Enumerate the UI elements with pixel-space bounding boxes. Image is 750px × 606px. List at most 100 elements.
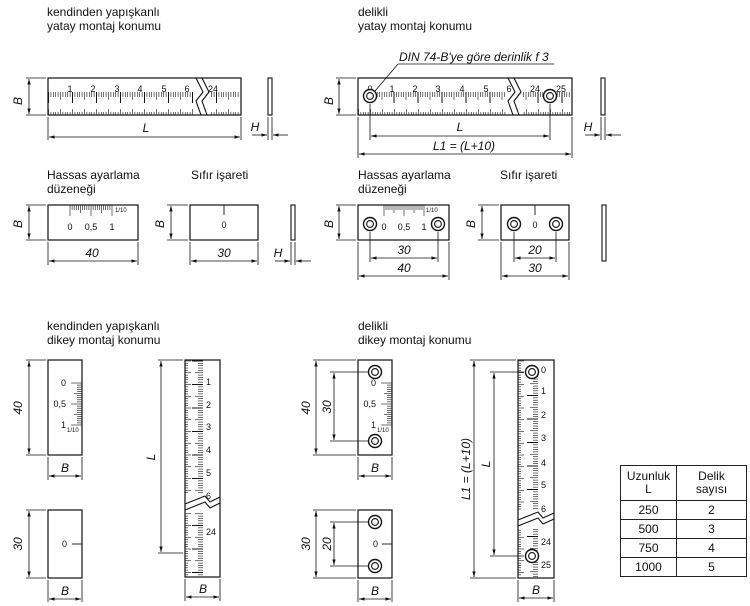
table-row: 500 3 [620,519,747,539]
scale-number: 3 [114,84,119,94]
fine-unit: 1/10 [377,428,389,434]
break-line [195,77,204,116]
dimension-30: 30 [320,371,368,442]
dimension-30: 30 [11,509,46,579]
zero-label: 0 [373,539,378,549]
caption-zero-mark-right: Sıfır işareti [500,168,557,182]
scale-number: 1 [541,386,546,396]
caption-line-2: dikey montaj konumu [47,333,160,347]
dimension-label: L1 = (L+10) [433,139,495,153]
dimension-label: 40 [397,261,411,275]
fine-ticks [69,205,113,216]
dimension-b: B [11,204,46,241]
dimension-b: B [153,204,188,241]
dimension-label: B [322,97,336,105]
mounting-hole [542,88,558,104]
caption-line-2: dikey montaj konumu [358,333,471,347]
caption-line-2: düzeneği [358,182,407,196]
mounting-hole [367,514,383,530]
caption-line-1: Hassas ayarlama [47,168,140,182]
break-line [517,511,555,521]
scale-number: 6 [506,84,511,94]
dimension-label: 40 [85,246,99,260]
mounting-hole [367,364,383,380]
dimension-label: H [274,246,283,260]
fine-ticks [383,205,425,216]
fine-unit: 1/10 [67,428,79,434]
mounting-hole [362,216,378,232]
mounting-hole [430,216,446,232]
scale-ticks [48,92,239,115]
fine-number: 1 [61,420,66,430]
caption-self-adhesive-vertical: kendinden yapışkanlı dikey montaj konumu [47,319,160,347]
fine-number: 1 [421,222,426,232]
dimension-b: B [47,457,83,480]
scale-number: 3 [206,422,211,432]
vertical-zero-mark-block: 0 [47,509,83,579]
mounting-hole [362,88,378,104]
dimension-label: B [153,220,167,228]
scale-number: 1 [389,84,394,94]
dimension-label: B [11,220,25,228]
break-line [184,501,221,511]
caption-line-1: kendinden yapışkanlı [47,5,160,19]
scale-number: 4 [459,84,464,94]
cell-holes: 3 [676,519,747,539]
mounting-hole [506,216,522,232]
scale-number: 24 [208,84,218,94]
dimension-b: B [11,77,46,116]
fine-number: 0,5 [53,399,66,409]
dimension-b: B [357,457,393,480]
fine-number: 0,5 [398,222,411,232]
zero-label: 0 [62,539,67,549]
caption-fine-adjust-right: Hassas ayarlama düzeneği [358,168,451,196]
scale-number: 3 [435,84,440,94]
dimension-label: 20 [527,243,542,257]
table-header-row: Uzunluk L Delik sayısı [620,465,747,501]
zero-label: 0 [532,220,537,230]
scale-number: 24 [206,527,216,537]
side-view-thickness [601,204,607,262]
scale-number: 2 [206,400,211,410]
fine-number: 1 [109,222,114,232]
dimension-label: 30 [320,400,334,414]
dimension-20: 20 [513,232,557,262]
dimension-label: B [371,584,379,598]
dimension-b: B [322,204,356,241]
mounting-hole [367,433,383,449]
break-line [513,77,522,116]
dimension-label: B [371,461,379,475]
dimension-label: B [464,220,478,228]
scale-number: 24 [541,537,551,547]
dimension-label: H [251,120,260,134]
mounting-hole [548,216,564,232]
fine-number: 0,5 [363,399,376,409]
dimension-label: 20 [320,537,334,552]
dimension-label: 40 [299,401,313,415]
scale-number: 5 [541,480,546,490]
caption-line-1: kendinden yapışkanlı [47,319,160,333]
dimension-label: L [457,120,464,134]
scale-number: 4 [541,458,546,468]
dimension-20: 20 [320,521,368,567]
dimension-label: B [61,461,69,475]
scale-number: 25 [541,560,551,570]
scale-number: 4 [206,445,211,455]
break-line [507,77,516,116]
fine-number: 0 [67,222,72,232]
dimension-b: B [517,580,555,602]
fine-adjust-block: 0 0,5 1 1/10 [47,204,139,241]
dimension-b: B [464,204,499,241]
dimension-label: L [479,461,493,468]
dimension-l: L [479,371,524,557]
vertical-fine-adjust-block-with-holes: 0 0,5 1 1/10 [357,359,393,456]
dimension-label: B [199,582,207,596]
dimension-40: 40 [357,242,450,280]
dimension-label: B [61,584,69,598]
cell-holes: 2 [676,500,747,520]
caption-line-1: Hassas ayarlama [358,168,451,182]
side-view-thickness: H [584,77,621,140]
dimension-30: 30 [189,242,259,265]
